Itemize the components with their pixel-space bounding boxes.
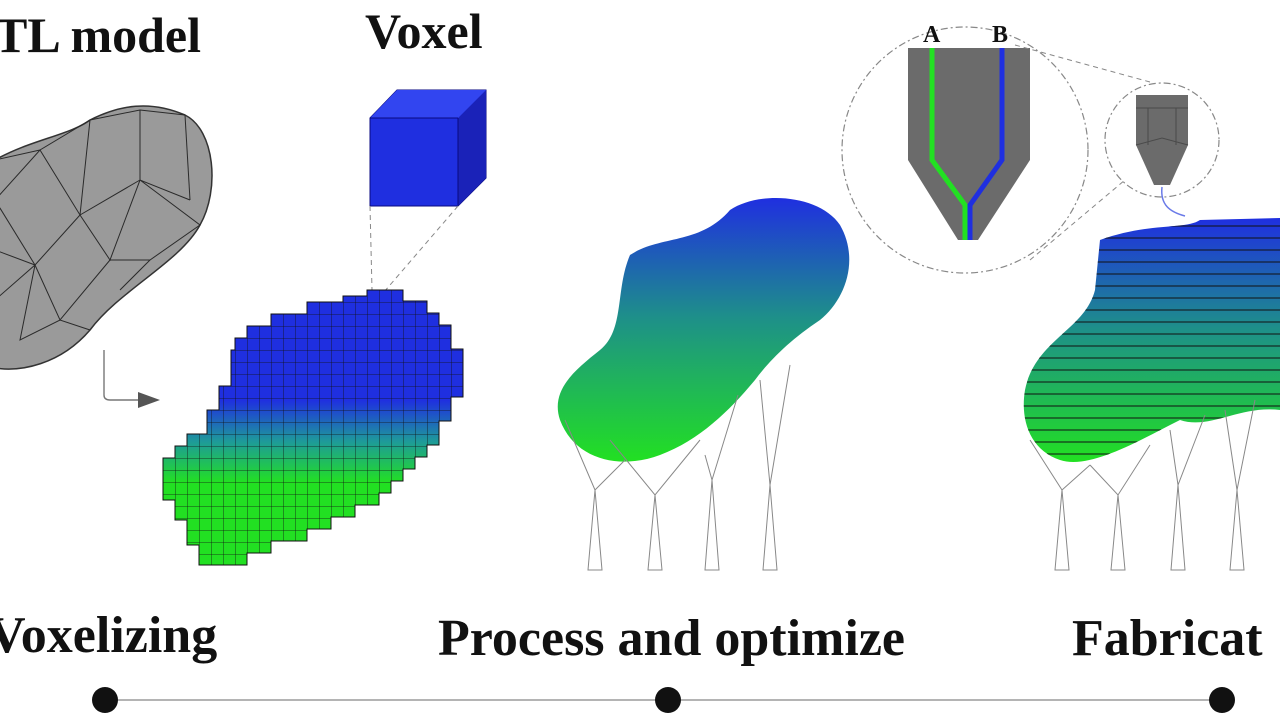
voxel-cube <box>369 89 487 207</box>
nozzle-label-a: A <box>923 22 941 48</box>
print-nozzle-circle <box>1104 82 1220 217</box>
nozzle-label-b: B <box>992 22 1008 48</box>
voxelizing-label: Voxelizing <box>0 607 217 664</box>
timeline-step-process <box>655 687 681 713</box>
fabrication-model <box>1023 218 1280 462</box>
stl-model-label: TL model <box>0 7 201 63</box>
timeline <box>92 687 1235 713</box>
process-optimize-label: Process and optimize <box>438 610 905 667</box>
nozzle-detail-circle: A B <box>841 22 1089 274</box>
support-structures-fabrication <box>1029 399 1256 571</box>
voxelize-arrow <box>103 350 160 408</box>
timeline-step-fabrication <box>1209 687 1235 713</box>
timeline-step-voxelizing <box>92 687 118 713</box>
stl-mesh-model <box>0 105 213 370</box>
voxelized-model <box>162 289 464 566</box>
optimized-model <box>557 198 850 462</box>
fabrication-label: Fabricat <box>1072 610 1263 667</box>
voxel-label: Voxel <box>365 3 483 59</box>
voxel-zoom-lines <box>369 205 459 293</box>
nozzle-zoom-lines <box>1014 44 1151 261</box>
support-structures-process <box>564 364 791 571</box>
